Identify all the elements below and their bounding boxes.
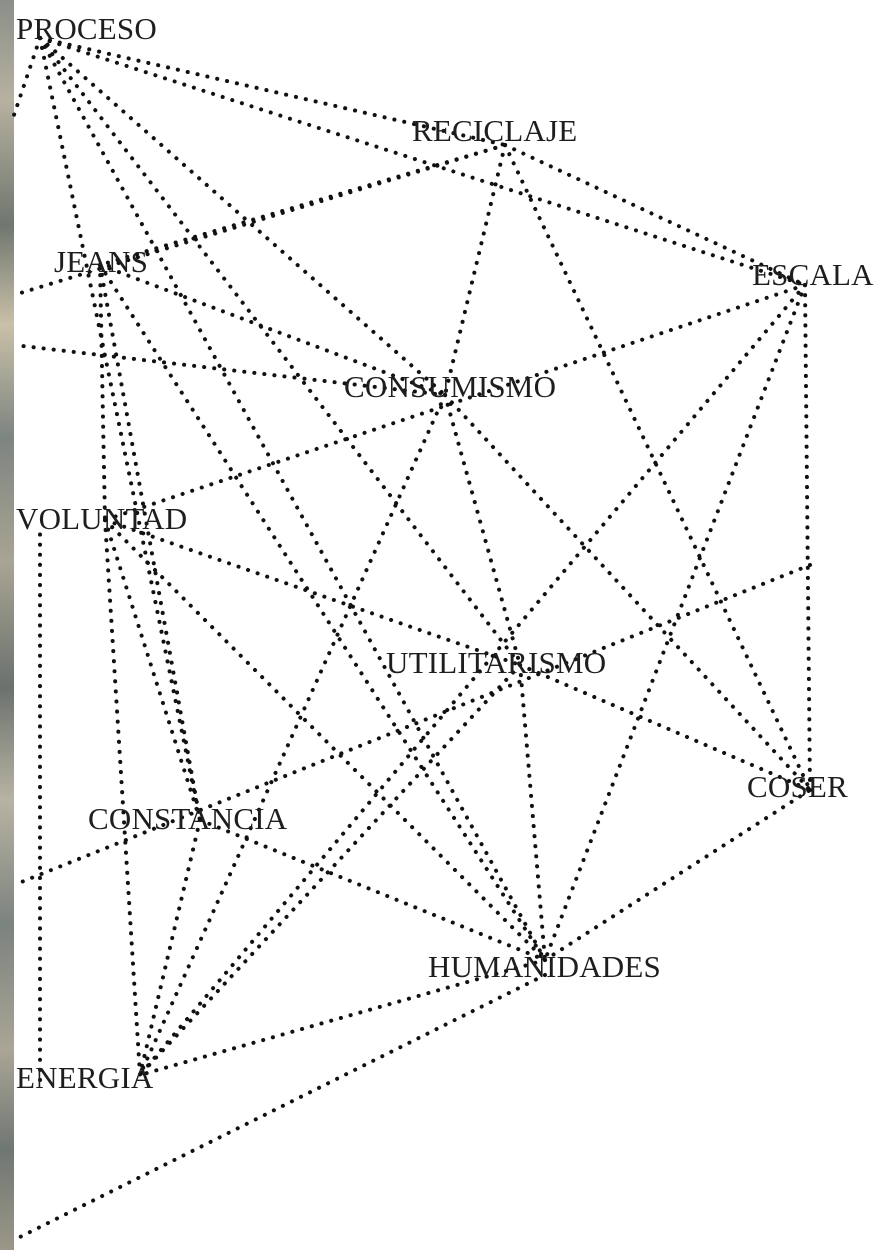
- edge-consumismo-coser: [445, 395, 810, 790]
- edge-leader-5: [14, 975, 545, 1240]
- edge-leader-3: [14, 565, 810, 885]
- edge-utilitarismo-humanidades: [520, 665, 545, 960]
- edge-humanidades-coser: [545, 790, 810, 960]
- edge-voluntad-energia: [105, 520, 140, 1075]
- node-proceso: PROCESO: [16, 13, 157, 44]
- node-escala: ESCALA: [752, 259, 874, 290]
- node-coser: COSER: [747, 771, 848, 802]
- edge-constancia-humanidades: [200, 820, 545, 960]
- node-jeans: JEANS: [54, 246, 148, 277]
- edge-reciclaje-coser: [505, 145, 810, 790]
- edge-jeans-voluntad: [100, 265, 105, 520]
- edge-constancia-energia: [140, 820, 200, 1075]
- node-voluntad: VOLUNTAD: [16, 503, 187, 534]
- edge-leader-0: [14, 38, 40, 115]
- node-humanidades: HUMANIDADES: [428, 951, 661, 982]
- edge-escala-coser: [805, 285, 810, 790]
- edge-voluntad-humanidades: [105, 520, 545, 960]
- edge-proceso-constancia: [40, 38, 200, 820]
- node-constancia: CONSTANCIA: [88, 803, 287, 834]
- node-reciclaje: RECICLAJE: [412, 115, 577, 146]
- edge-consumismo-utilitarismo: [445, 395, 520, 665]
- node-utilitarismo: UTILITARISMO: [386, 647, 606, 678]
- node-consumismo: CONSUMISMO: [344, 371, 556, 402]
- node-energia: ENERGIA: [16, 1062, 153, 1093]
- edge-escala-humanidades: [545, 285, 805, 960]
- edge-reciclaje-consumismo: [445, 145, 505, 395]
- edge-voluntad-constancia: [105, 520, 200, 820]
- edge-jeans-constancia: [100, 265, 200, 820]
- edge-proceso-consumismo: [40, 38, 445, 395]
- edge-utilitarismo-energia: [140, 665, 520, 1075]
